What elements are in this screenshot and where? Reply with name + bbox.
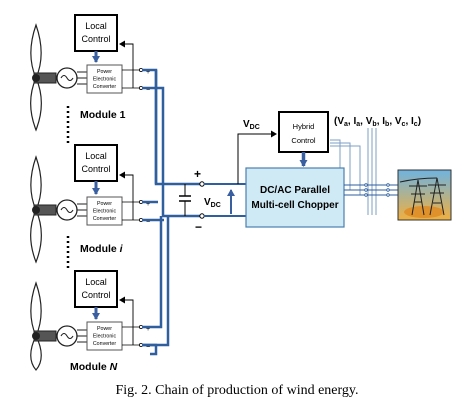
- power-converter: [86, 321, 123, 351]
- converter-label-3: Converter: [93, 341, 116, 347]
- vdc-feedback-arrow: [237, 130, 277, 184]
- dc-plus-sign: +: [194, 167, 201, 181]
- module-n: Power Electronic Converter Local Control…: [30, 270, 150, 373]
- module-label: Module i: [80, 243, 124, 255]
- figure-caption: Fig. 2. Chain of production of wind ener…: [115, 383, 358, 398]
- wind-turbine-icon: [30, 281, 57, 371]
- chopper-label-2: Multi-cell Chopper: [251, 200, 338, 211]
- converter-label-3: Converter: [93, 84, 116, 90]
- local-control-label-1: Local: [85, 277, 107, 287]
- hybrid-control-label-2: Control: [291, 136, 316, 145]
- feedback-arrow: [119, 171, 134, 220]
- local-control-label-1: Local: [85, 21, 107, 31]
- chopper-box: [245, 167, 345, 228]
- dc-link-capacitor: [179, 181, 246, 219]
- converter-label-1: Power: [97, 326, 112, 332]
- power-grid-icon: [397, 169, 452, 221]
- feedback-arrow: [119, 40, 134, 88]
- converter-label-2: Electronic: [93, 77, 117, 83]
- hybrid-control-box: [278, 111, 329, 153]
- wind-turbine-icon: [30, 23, 57, 132]
- terminal-minus: −: [146, 344, 150, 351]
- local-control-label-2: Control: [81, 290, 110, 300]
- dc-minus-sign: −: [195, 220, 202, 234]
- feedback-arrow: [119, 296, 134, 345]
- measurement-signals: (Va, Ia, Vb, Ib, Vc, Ic): [334, 116, 421, 128]
- converter-label-3: Converter: [93, 216, 116, 222]
- terminal-plus: +: [146, 201, 150, 208]
- module-label: Module N: [70, 361, 118, 373]
- measurement-lines: [330, 128, 377, 215]
- wind-turbine-icon: [30, 155, 57, 264]
- terminal-minus: −: [146, 87, 150, 94]
- converter-label-1: Power: [97, 69, 112, 75]
- converter-label-1: Power: [97, 201, 112, 207]
- dc-bus: [142, 68, 200, 356]
- local-control-box: [74, 270, 118, 308]
- converter-label-2: Electronic: [93, 334, 117, 340]
- local-control-box: [74, 14, 118, 52]
- power-converter: [86, 64, 123, 94]
- module-i: Power Electronic Converter Local Control…: [30, 144, 150, 264]
- converter-label-2: Electronic: [93, 209, 117, 215]
- power-converter: [86, 196, 123, 226]
- local-control-label-2: Control: [81, 34, 110, 44]
- local-control-label-2: Control: [81, 164, 110, 174]
- hybrid-vdc-label: VDC: [243, 119, 260, 131]
- local-control-label-1: Local: [85, 151, 107, 161]
- module-1: Power Electronic Converter Local Control…: [30, 14, 150, 132]
- ac-output-lines: [344, 184, 398, 196]
- terminal-plus: +: [146, 69, 150, 76]
- terminal-minus: −: [146, 219, 150, 226]
- module-label: Module 1: [80, 109, 126, 121]
- chopper-label-1: DC/AC Parallel: [260, 185, 330, 196]
- hybrid-control-label-1: Hybrid: [293, 122, 315, 131]
- vdc-label: VDC: [204, 197, 221, 209]
- terminal-plus: +: [146, 326, 150, 333]
